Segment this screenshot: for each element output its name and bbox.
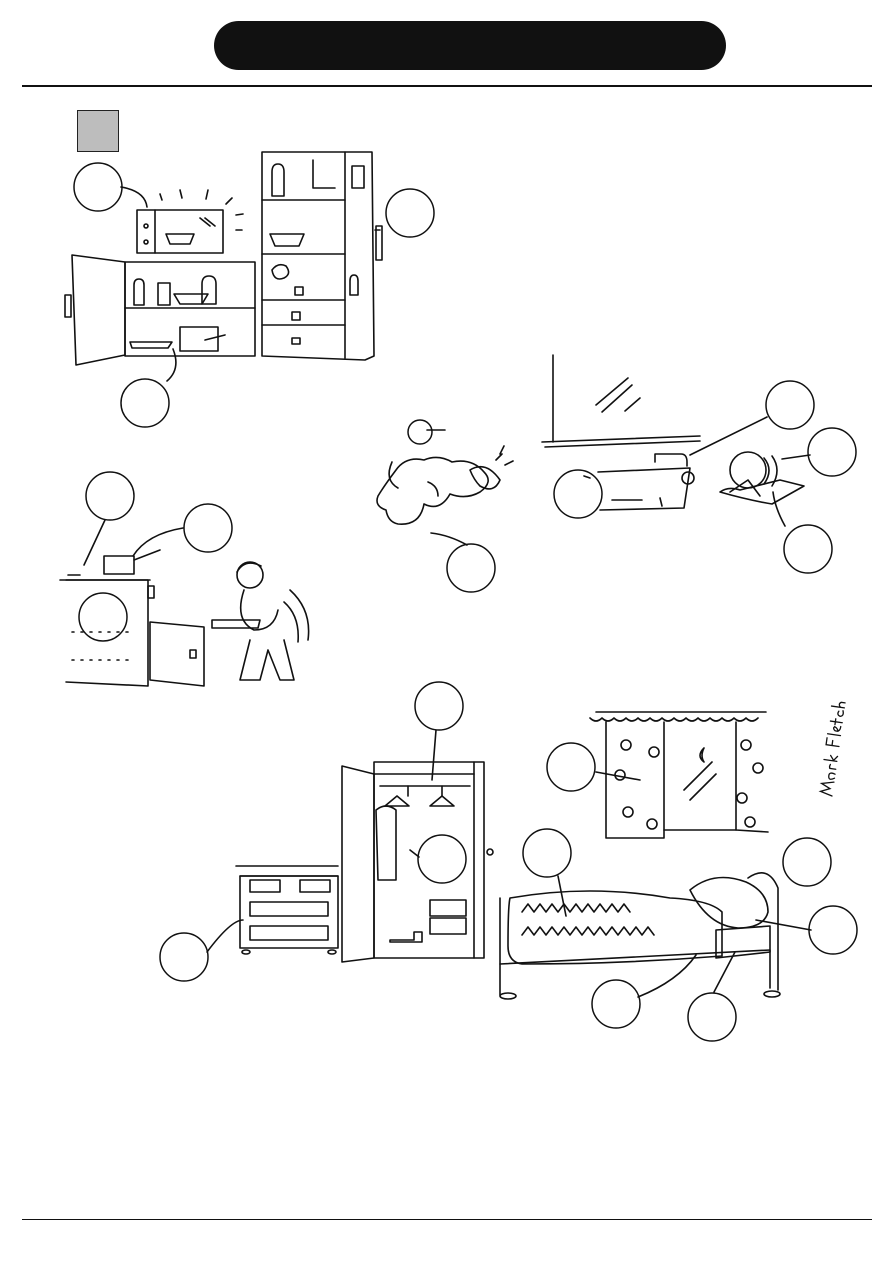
label-circle-sheet[interactable] xyxy=(591,979,641,1029)
label-circle-pillow[interactable] xyxy=(808,905,858,955)
artist-signature xyxy=(818,701,846,797)
top-rule xyxy=(22,85,872,87)
bedroom-window-drawing xyxy=(589,711,769,839)
cooker-drawing xyxy=(59,549,205,687)
label-circle-cooker-top[interactable] xyxy=(85,471,135,521)
label-circle-curtains[interactable] xyxy=(546,742,596,792)
title-bar xyxy=(214,21,726,70)
label-circle-window[interactable] xyxy=(782,837,832,887)
label-circle-fridge-freezer[interactable] xyxy=(385,188,435,238)
label-circle-person-drying[interactable] xyxy=(407,419,433,445)
label-circles xyxy=(73,162,858,1042)
bottom-rule xyxy=(22,1219,872,1220)
cupboard-drawing xyxy=(64,254,256,366)
sink-area-drawing xyxy=(541,354,805,511)
label-circle-saucepan[interactable] xyxy=(183,503,233,553)
person-cooking-drawing xyxy=(211,561,310,681)
bed-drawing xyxy=(499,872,781,1000)
label-circle-microwave[interactable] xyxy=(73,162,123,212)
fridge-freezer-drawing xyxy=(261,151,383,361)
label-circle-sink[interactable] xyxy=(553,469,603,519)
exercise-number-box xyxy=(77,110,119,152)
label-circle-dish-rack[interactable] xyxy=(783,524,833,574)
label-circle-hanger[interactable] xyxy=(414,681,464,731)
label-circle-tap[interactable] xyxy=(765,380,815,430)
wardrobe-drawing xyxy=(341,761,494,963)
label-circle-chest-of-drawers[interactable] xyxy=(159,932,209,982)
label-circle-cupboard[interactable] xyxy=(120,378,170,428)
label-circle-oven[interactable] xyxy=(78,592,128,642)
microwave-drawing xyxy=(136,189,244,254)
label-circle-plates[interactable] xyxy=(807,427,857,477)
chest-of-drawers-drawing xyxy=(235,865,339,955)
label-circle-tea-towel[interactable] xyxy=(446,543,496,593)
label-circle-bed[interactable] xyxy=(687,992,737,1042)
person-drying-drawing xyxy=(376,445,514,525)
label-circle-wardrobe[interactable] xyxy=(417,834,467,884)
leader-lines xyxy=(83,186,812,998)
label-circle-duvet[interactable] xyxy=(522,828,572,878)
